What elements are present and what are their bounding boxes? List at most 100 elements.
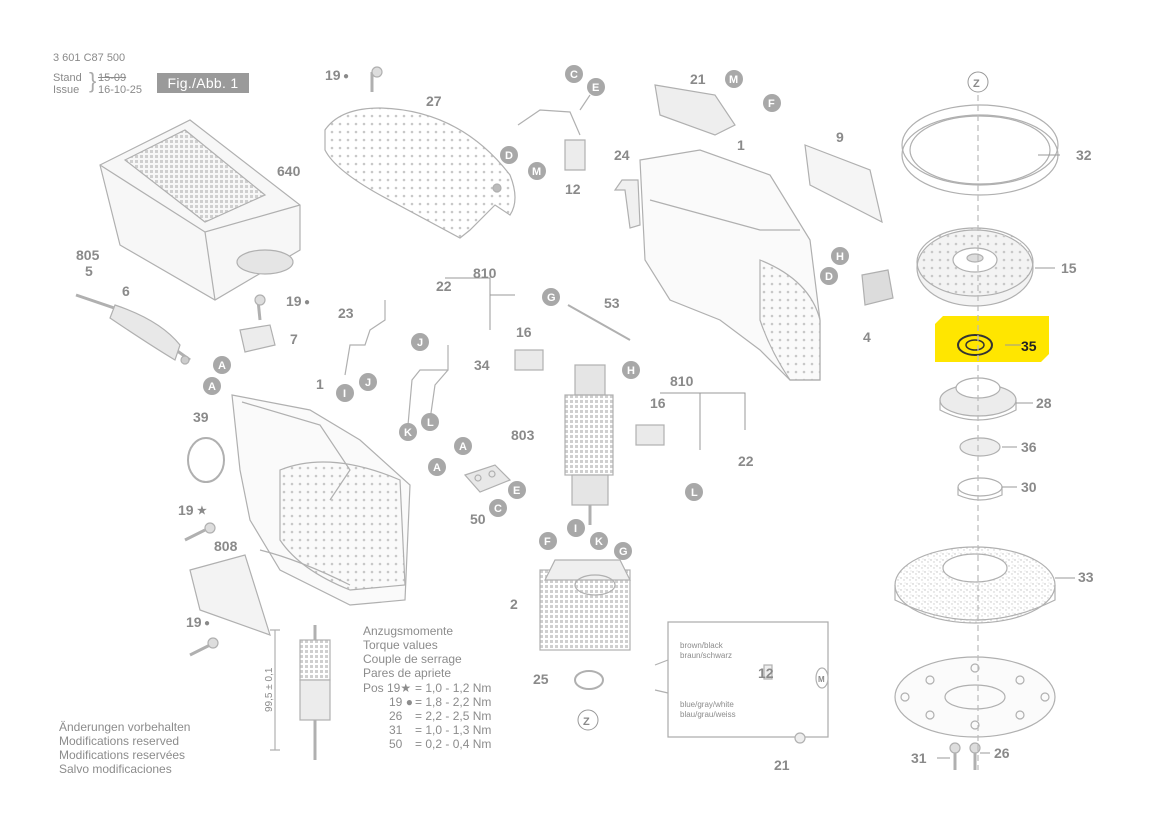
torque-row-5: 50 = 0,2 - 0,4 Nm — [389, 737, 519, 751]
dot-marker-19a: ● — [343, 71, 349, 82]
torque-pos: 31 — [389, 723, 403, 737]
connector-C2: C — [489, 499, 507, 517]
label-22b: 22 — [738, 453, 754, 469]
label-31: 31 — [911, 750, 927, 766]
wire-brown-en: brown/black — [680, 641, 723, 650]
dot-marker-19b: ● — [304, 297, 310, 308]
label-15: 15 — [1061, 260, 1077, 276]
svg-text:L: L — [427, 417, 434, 429]
figure-label: Fig./Abb. 1 — [157, 73, 249, 93]
label-16a: 16 — [516, 324, 532, 340]
dust-box-640 — [99, 119, 301, 301]
svg-text:A: A — [433, 462, 441, 474]
connector-G2: G — [614, 542, 632, 560]
label-16b: 16 — [650, 395, 666, 411]
o-ring-39 — [187, 437, 225, 483]
washer-35[interactable] — [957, 334, 993, 356]
label-4: 4 — [863, 329, 871, 345]
note-es: Salvo modificaciones — [59, 762, 172, 776]
connector-G1: G — [542, 288, 560, 306]
label-805: 805 — [76, 247, 100, 263]
svg-text:L: L — [691, 487, 698, 499]
star-marker-19c: ★ — [197, 505, 207, 517]
label-26: 26 — [994, 745, 1010, 761]
label-1b: 1 — [737, 137, 745, 153]
connector-I1: I — [336, 384, 354, 402]
connector-M2: M — [528, 162, 546, 180]
svg-text:C: C — [494, 503, 502, 515]
label-23: 23 — [338, 305, 354, 321]
wire-34 — [407, 345, 449, 426]
brush-holder-16a — [514, 349, 544, 371]
brush-holder-16b — [635, 424, 665, 446]
backing-pad-33 — [894, 546, 1056, 624]
connector-Z1: Z — [967, 71, 989, 93]
issue-label: Issue — [53, 84, 80, 96]
label-36: 36 — [1021, 439, 1037, 455]
wire-23 — [344, 300, 386, 376]
label-28: 28 — [1036, 395, 1052, 411]
fan-15 — [916, 227, 1034, 307]
connector-D2: D — [820, 267, 838, 285]
doc-number: 3 601 C87 500 — [53, 52, 126, 64]
svg-text:F: F — [544, 536, 551, 548]
connector-markers: A A A A C C D D E E F F G G H H I I J J … — [203, 65, 989, 731]
torque-value: = 0,2 - 0,4 Nm — [415, 737, 492, 751]
clip-25 — [574, 670, 604, 690]
torque-row-2: 19 ● = 1,8 - 2,2 Nm — [389, 695, 519, 709]
label-808: 808 — [214, 538, 238, 554]
connector-E2: E — [508, 481, 526, 499]
label-2: 2 — [510, 596, 518, 612]
armature-dimension-view — [270, 625, 331, 760]
label-32: 32 — [1076, 147, 1092, 163]
svg-text:Z: Z — [973, 78, 980, 90]
svg-text:H: H — [836, 251, 844, 263]
housing-half-left-1 — [231, 394, 411, 606]
rod-53 — [567, 304, 631, 341]
part-35-label[interactable]: 35 — [1021, 338, 1037, 354]
label-12a: 12 — [565, 181, 581, 197]
connector-F1: F — [763, 94, 781, 112]
label-19a: 19 — [325, 67, 341, 83]
cable-6 — [75, 293, 191, 365]
stand-old: 15-09 — [98, 72, 127, 84]
svg-text:G: G — [619, 546, 628, 558]
screws-19 — [184, 66, 981, 770]
armature-803 — [564, 364, 614, 525]
torque-value: = 2,2 - 2,5 Nm — [415, 709, 492, 723]
terminal-50 — [463, 464, 512, 493]
torque-value: = 1,0 - 1,2 Nm — [415, 681, 492, 695]
svg-text:E: E — [513, 485, 520, 497]
wire-brown-de: braun/schwarz — [680, 651, 733, 660]
label-810a: 810 — [473, 265, 497, 281]
note-fr: Modifications reservées — [59, 748, 186, 762]
connector-H1: H — [622, 361, 640, 379]
torque-title-fr: Couple de serrage — [363, 652, 462, 666]
label-50: 50 — [470, 511, 486, 527]
torque-value: = 1,8 - 2,2 Nm — [415, 695, 492, 709]
svg-text:E: E — [592, 82, 599, 94]
label-803: 803 — [511, 427, 535, 443]
label-7: 7 — [290, 331, 298, 347]
capacitor-12-top — [517, 94, 591, 171]
svg-text:J: J — [365, 377, 371, 389]
label-21a: 21 — [690, 71, 706, 87]
stand-new: 16-10-25 — [98, 84, 143, 96]
label-19d: 19 — [186, 614, 202, 630]
svg-text:F: F — [768, 98, 775, 110]
connector-K1: K — [399, 423, 417, 441]
label-33: 33 — [1078, 569, 1094, 585]
label-6: 6 — [122, 283, 130, 299]
torque-pos: 50 — [389, 737, 403, 751]
label-19b: 19 — [286, 293, 302, 309]
connector-M1: M — [725, 70, 743, 88]
svg-text:M: M — [729, 74, 738, 86]
connector-A2: A — [203, 377, 221, 395]
cover-27 — [324, 107, 516, 239]
part-35-highlight[interactable] — [935, 316, 1049, 362]
torque-pos: Pos 19 — [363, 681, 401, 695]
svg-text:I: I — [574, 523, 577, 535]
note-de: Änderungen vorbehalten — [59, 720, 191, 734]
connector-A4: A — [428, 458, 446, 476]
